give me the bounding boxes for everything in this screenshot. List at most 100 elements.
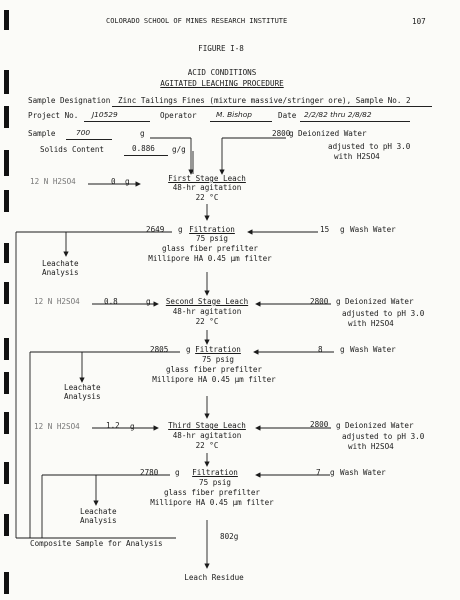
acid-unit-3: g [130, 422, 135, 431]
filtration1-prefilter: glass fiber prefilter [161, 244, 259, 253]
acid-value-3: 1.2 [106, 421, 120, 430]
date-label: Date [278, 111, 297, 120]
binder-mark [4, 70, 9, 94]
sample-designation-label: Sample Designation [28, 96, 111, 105]
filtration1-in-value: 2649 [146, 225, 165, 234]
wash3-value: 7 [316, 468, 321, 477]
acid-unit-1: g [125, 177, 130, 186]
filtration1-pressure: 75 psig [195, 234, 229, 243]
stage1-temp: 22 °C [195, 193, 219, 202]
sample-label: Sample [28, 129, 56, 138]
wash2-value: 8 [318, 345, 323, 354]
binder-mark [4, 514, 9, 536]
wash3-unit: g [330, 468, 335, 477]
binder-mark [4, 150, 9, 176]
sample-value: 700 [76, 128, 91, 137]
filtration2-unit: g [186, 345, 191, 354]
analysis1-label: Analysis [42, 268, 79, 277]
figure-label: FIGURE I-8 [198, 44, 244, 53]
figure-title: AGITATED LEACHING PROCEDURE [160, 79, 284, 88]
sample-designation-value: Zinc Tailings Fines (mixture massive/str… [118, 96, 411, 105]
filtration1-title: Filtration [189, 225, 235, 234]
residue-value: 802g [220, 532, 239, 541]
water-note-2: with H2SO4 [334, 152, 380, 161]
date-value: 2/2/82 thru 2/8/82 [304, 110, 372, 119]
water3-value: 2800 [310, 420, 329, 429]
page-number: 107 [412, 17, 426, 26]
water2-label: Deionized Water [345, 297, 414, 306]
filtration2-filter: Millipore HA 0.45 µm filter [152, 375, 276, 384]
water2-unit: g [336, 297, 341, 306]
project-label: Project No. [28, 111, 79, 120]
operator-label: Operator [160, 111, 197, 120]
acid-label-3: 12 N H2SO4 [34, 422, 80, 431]
leachate2-label: Leachate [64, 383, 101, 392]
leach-residue-label: Leach Residue [184, 573, 244, 582]
solids-label: Solids Content [40, 145, 105, 154]
filtration3-filter: Millipore HA 0.45 µm filter [150, 498, 274, 507]
analysis2-label: Analysis [64, 392, 101, 401]
stage3-agitation: 48-hr agitation [172, 431, 242, 440]
wash3-label: Wash Water [340, 468, 386, 477]
figure-subtitle: ACID CONDITIONS [187, 68, 257, 77]
operator-underline [210, 121, 272, 122]
filtration1-unit: g [178, 225, 183, 234]
filtration3-title: Filtration [192, 468, 238, 477]
stage3-title: Third Stage Leach [168, 421, 246, 430]
water3-unit: g [336, 421, 341, 430]
wash2-unit: g [340, 345, 345, 354]
stage1-agitation: 48-hr agitation [172, 183, 242, 192]
leachate3-label: Leachate [80, 507, 117, 516]
wash1-label: Wash Water [350, 225, 396, 234]
operator-value: M. Bishop [216, 110, 252, 119]
sample-designation-underline [112, 106, 432, 107]
analysis3-label: Analysis [80, 516, 117, 525]
filtration3-in-value: 2780 [140, 468, 159, 477]
water-unit: g [289, 129, 294, 138]
stage2-title: Second Stage Leach [165, 297, 249, 306]
water-note-1: adjusted to pH 3.0 [328, 142, 411, 151]
wash1-unit: g [340, 225, 345, 234]
filtration2-in-value: 2805 [150, 345, 169, 354]
composite-sample-label: Composite Sample for Analysis [30, 539, 163, 548]
date-underline [300, 121, 410, 122]
filtration2-title: Filtration [195, 345, 241, 354]
wash2-label: Wash Water [350, 345, 396, 354]
water-label: Deionized Water [298, 129, 367, 138]
filtration2-prefilter: glass fiber prefilter [165, 365, 263, 374]
binder-mark [4, 372, 9, 394]
binder-mark [4, 338, 9, 360]
binder-mark [4, 10, 9, 30]
binder-mark [4, 462, 9, 484]
stage2-temp: 22 °C [195, 317, 219, 326]
sample-underline [66, 139, 112, 140]
project-underline [84, 121, 150, 122]
acid-label-2: 12 N H2SO4 [34, 297, 80, 306]
water3-note-1: adjusted to pH 3.0 [342, 432, 425, 441]
filtration1-filter: Millipore HA 0.45 µm filter [148, 254, 272, 263]
stage1-title: First Stage Leach [168, 174, 246, 183]
water2-value: 2800 [310, 297, 329, 306]
solids-unit: g/g [172, 145, 186, 154]
binder-mark [4, 106, 9, 128]
acid-value-2: 0.8 [104, 297, 118, 306]
acid-unit-2: g [146, 297, 151, 306]
solids-value: 0.886 [132, 144, 155, 153]
water-value: 2800 [272, 129, 291, 138]
leachate1-label: Leachate [42, 259, 79, 268]
water3-label: Deionized Water [345, 421, 414, 430]
acid-value-1: 0 [111, 177, 116, 186]
water2-note-2: with H2SO4 [348, 319, 394, 328]
filtration2-pressure: 75 psig [201, 355, 235, 364]
filtration3-pressure: 75 psig [198, 478, 232, 487]
binder-mark [4, 412, 9, 434]
project-value: J10529 [92, 110, 118, 119]
sample-unit: g [140, 129, 145, 138]
water2-note-1: adjusted to pH 3.0 [342, 309, 425, 318]
solids-underline [124, 155, 168, 156]
binder-mark [4, 190, 9, 212]
institute-header: COLORADO SCHOOL OF MINES RESEARCH INSTIT… [106, 17, 288, 25]
stage3-temp: 22 °C [195, 441, 219, 450]
binder-mark [4, 282, 9, 304]
binder-mark [4, 572, 9, 594]
